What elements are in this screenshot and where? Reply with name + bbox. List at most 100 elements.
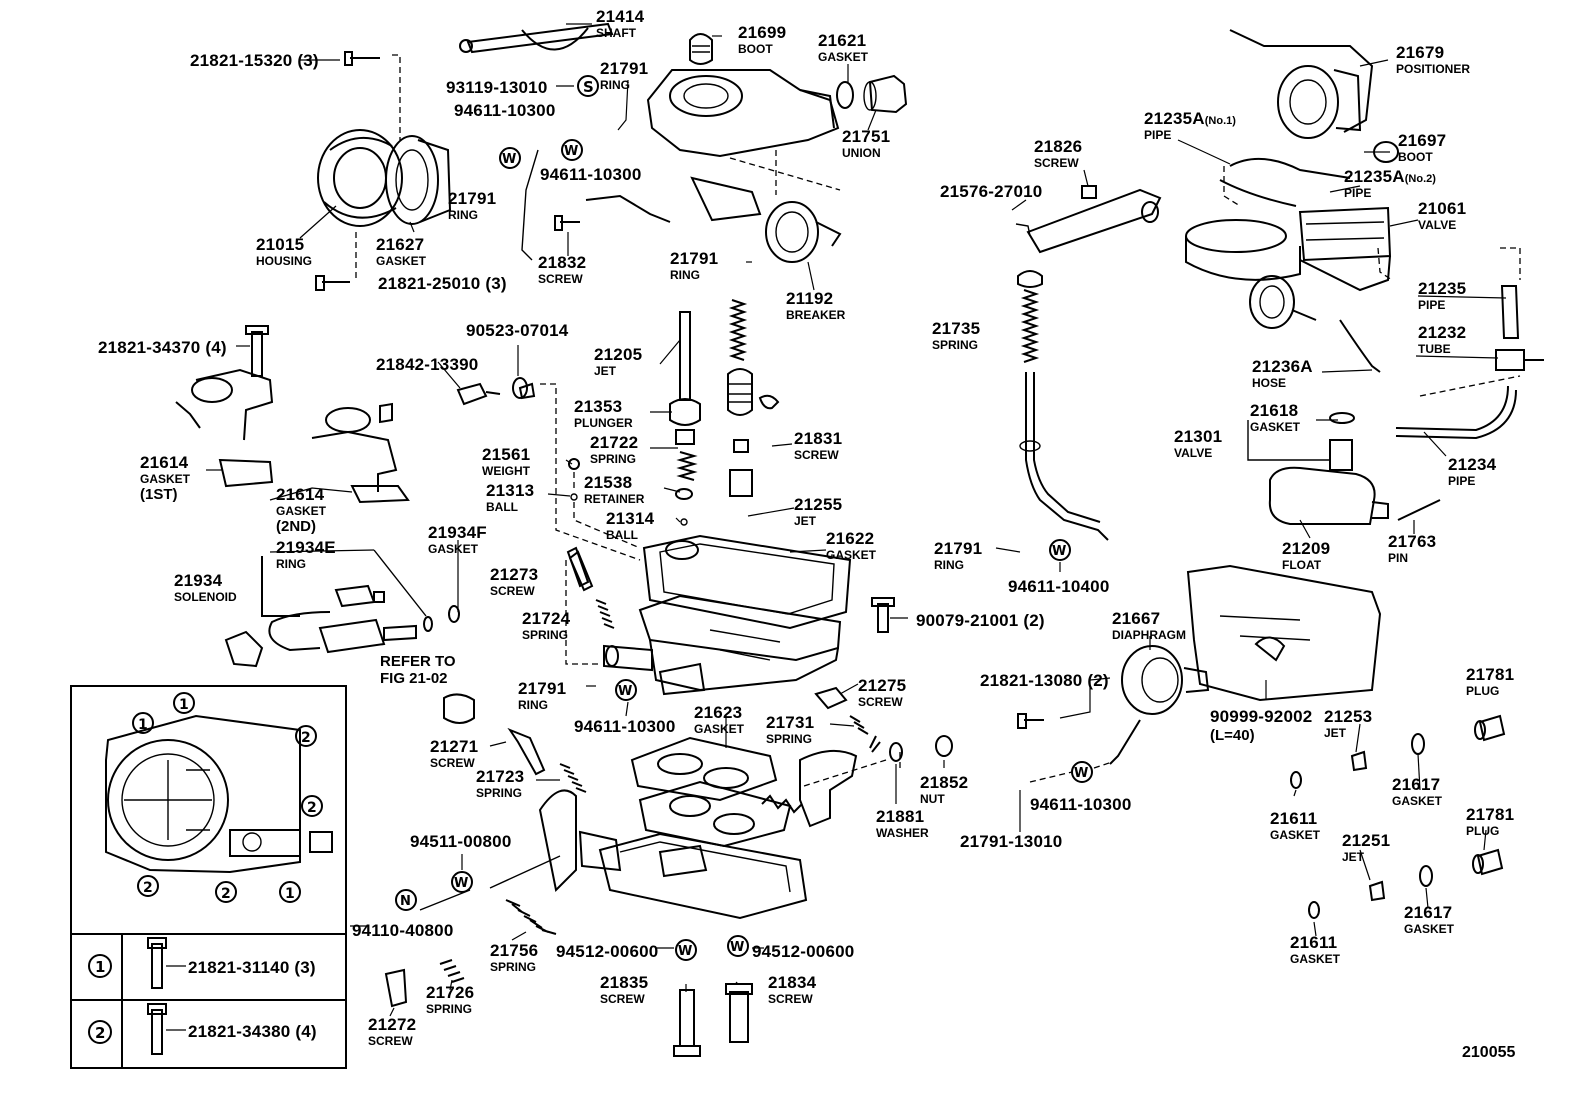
positioner-valve-assembly xyxy=(1185,29,1544,440)
part-number: 21834 xyxy=(768,973,817,992)
part-name: SPRING xyxy=(490,960,537,974)
part-number: 21934E xyxy=(276,538,336,557)
part-name: SPRING xyxy=(766,732,813,746)
part-label: 94110-40800 xyxy=(352,922,453,940)
part-note: (L=40) xyxy=(1210,727,1255,744)
part-label: 94611-10300 xyxy=(454,102,555,120)
part-number: 21611 xyxy=(1270,809,1318,828)
symbol-w: W xyxy=(561,139,583,161)
part-number: 90523-07014 xyxy=(466,321,569,340)
part-name: SCREW xyxy=(368,1034,413,1048)
part-name: GASKET xyxy=(694,722,745,736)
part-number: 21234 xyxy=(1448,455,1497,474)
part-number: 21881 xyxy=(876,807,925,826)
part-name: RING xyxy=(518,698,548,712)
svg-text:2: 2 xyxy=(307,800,317,816)
legend-row-2-part: 21821-34380 (4) xyxy=(188,1022,317,1041)
part-label: 94512-00600 xyxy=(752,943,854,961)
part-number: 21726 xyxy=(426,983,475,1002)
svg-text:1: 1 xyxy=(285,886,295,902)
part-name: GASKET xyxy=(376,254,427,268)
part-name: POSITIONER xyxy=(1396,62,1471,76)
part-label: 94512-00600 xyxy=(556,943,658,961)
part-name: SCREW xyxy=(858,695,903,709)
part-name: GASKET xyxy=(826,548,877,562)
part-name: SPRING xyxy=(932,338,979,352)
part-number: 94611-10400 xyxy=(1008,577,1110,596)
part-label: 21821-15320 (3) xyxy=(190,52,319,70)
part-name: SCREW xyxy=(538,272,583,286)
part-label: 94611-10300 xyxy=(540,166,641,184)
part-name: PLUG xyxy=(1466,684,1500,698)
part-name: GASKET xyxy=(1404,922,1455,936)
symbol-s: S xyxy=(577,75,599,97)
part-number: 21561 xyxy=(482,445,531,464)
part-number: 94611-10300 xyxy=(574,717,676,736)
part-name: HOSE xyxy=(1252,376,1287,390)
part-number: 90079-21001 (2) xyxy=(916,611,1045,630)
part-number: 21623 xyxy=(694,703,743,722)
part-number: 21061 xyxy=(1418,199,1467,218)
part-name: GASKET xyxy=(1270,828,1321,842)
part-name: SCREW xyxy=(794,448,839,462)
marker-1: 1 xyxy=(279,881,301,903)
part-name: GASKET xyxy=(276,504,327,518)
part-name: PLUG xyxy=(1466,824,1500,838)
part-label: 90079-21001 (2) xyxy=(916,612,1045,630)
part-number: 21621 xyxy=(818,31,867,50)
part-number: 21538 xyxy=(584,473,633,492)
part-number: 21791 xyxy=(518,679,567,698)
part-name: PLUNGER xyxy=(574,416,633,430)
part-name: PIPE xyxy=(1344,186,1372,200)
part-number: 93119-13010 xyxy=(446,78,548,97)
part-number: 21821-13080 (2) xyxy=(980,671,1109,690)
part-name: SPRING xyxy=(476,786,523,800)
part-name: SPRING xyxy=(522,628,569,642)
part-name: VALVE xyxy=(1174,446,1213,460)
part-number: 21614 xyxy=(140,453,189,472)
part-number: 21722 xyxy=(590,433,639,452)
float-assembly xyxy=(1247,412,1441,525)
part-number: 94611-10300 xyxy=(540,165,642,184)
part-name: RING xyxy=(934,558,964,572)
part-label: 21821-13080 (2) xyxy=(980,672,1109,690)
part-number: 21832 xyxy=(538,253,587,272)
part-label: 21821-34370 (4) xyxy=(98,339,227,357)
symbol-w: W xyxy=(1049,539,1071,561)
part-number: 21617 xyxy=(1404,903,1453,922)
part-name: SPRING xyxy=(590,452,637,466)
part-name: SCREW xyxy=(768,992,813,1006)
breaker-assembly xyxy=(521,149,842,263)
part-note: (1ST) xyxy=(140,486,178,503)
part-name: GASKET xyxy=(1290,952,1341,966)
symbol-n: N xyxy=(395,889,417,911)
svg-text:W: W xyxy=(454,876,468,891)
part-number: 21791 xyxy=(448,189,497,208)
part-number: 21236A xyxy=(1252,357,1313,376)
bottom-screws xyxy=(384,546,895,1057)
svg-text:2: 2 xyxy=(95,1024,105,1042)
